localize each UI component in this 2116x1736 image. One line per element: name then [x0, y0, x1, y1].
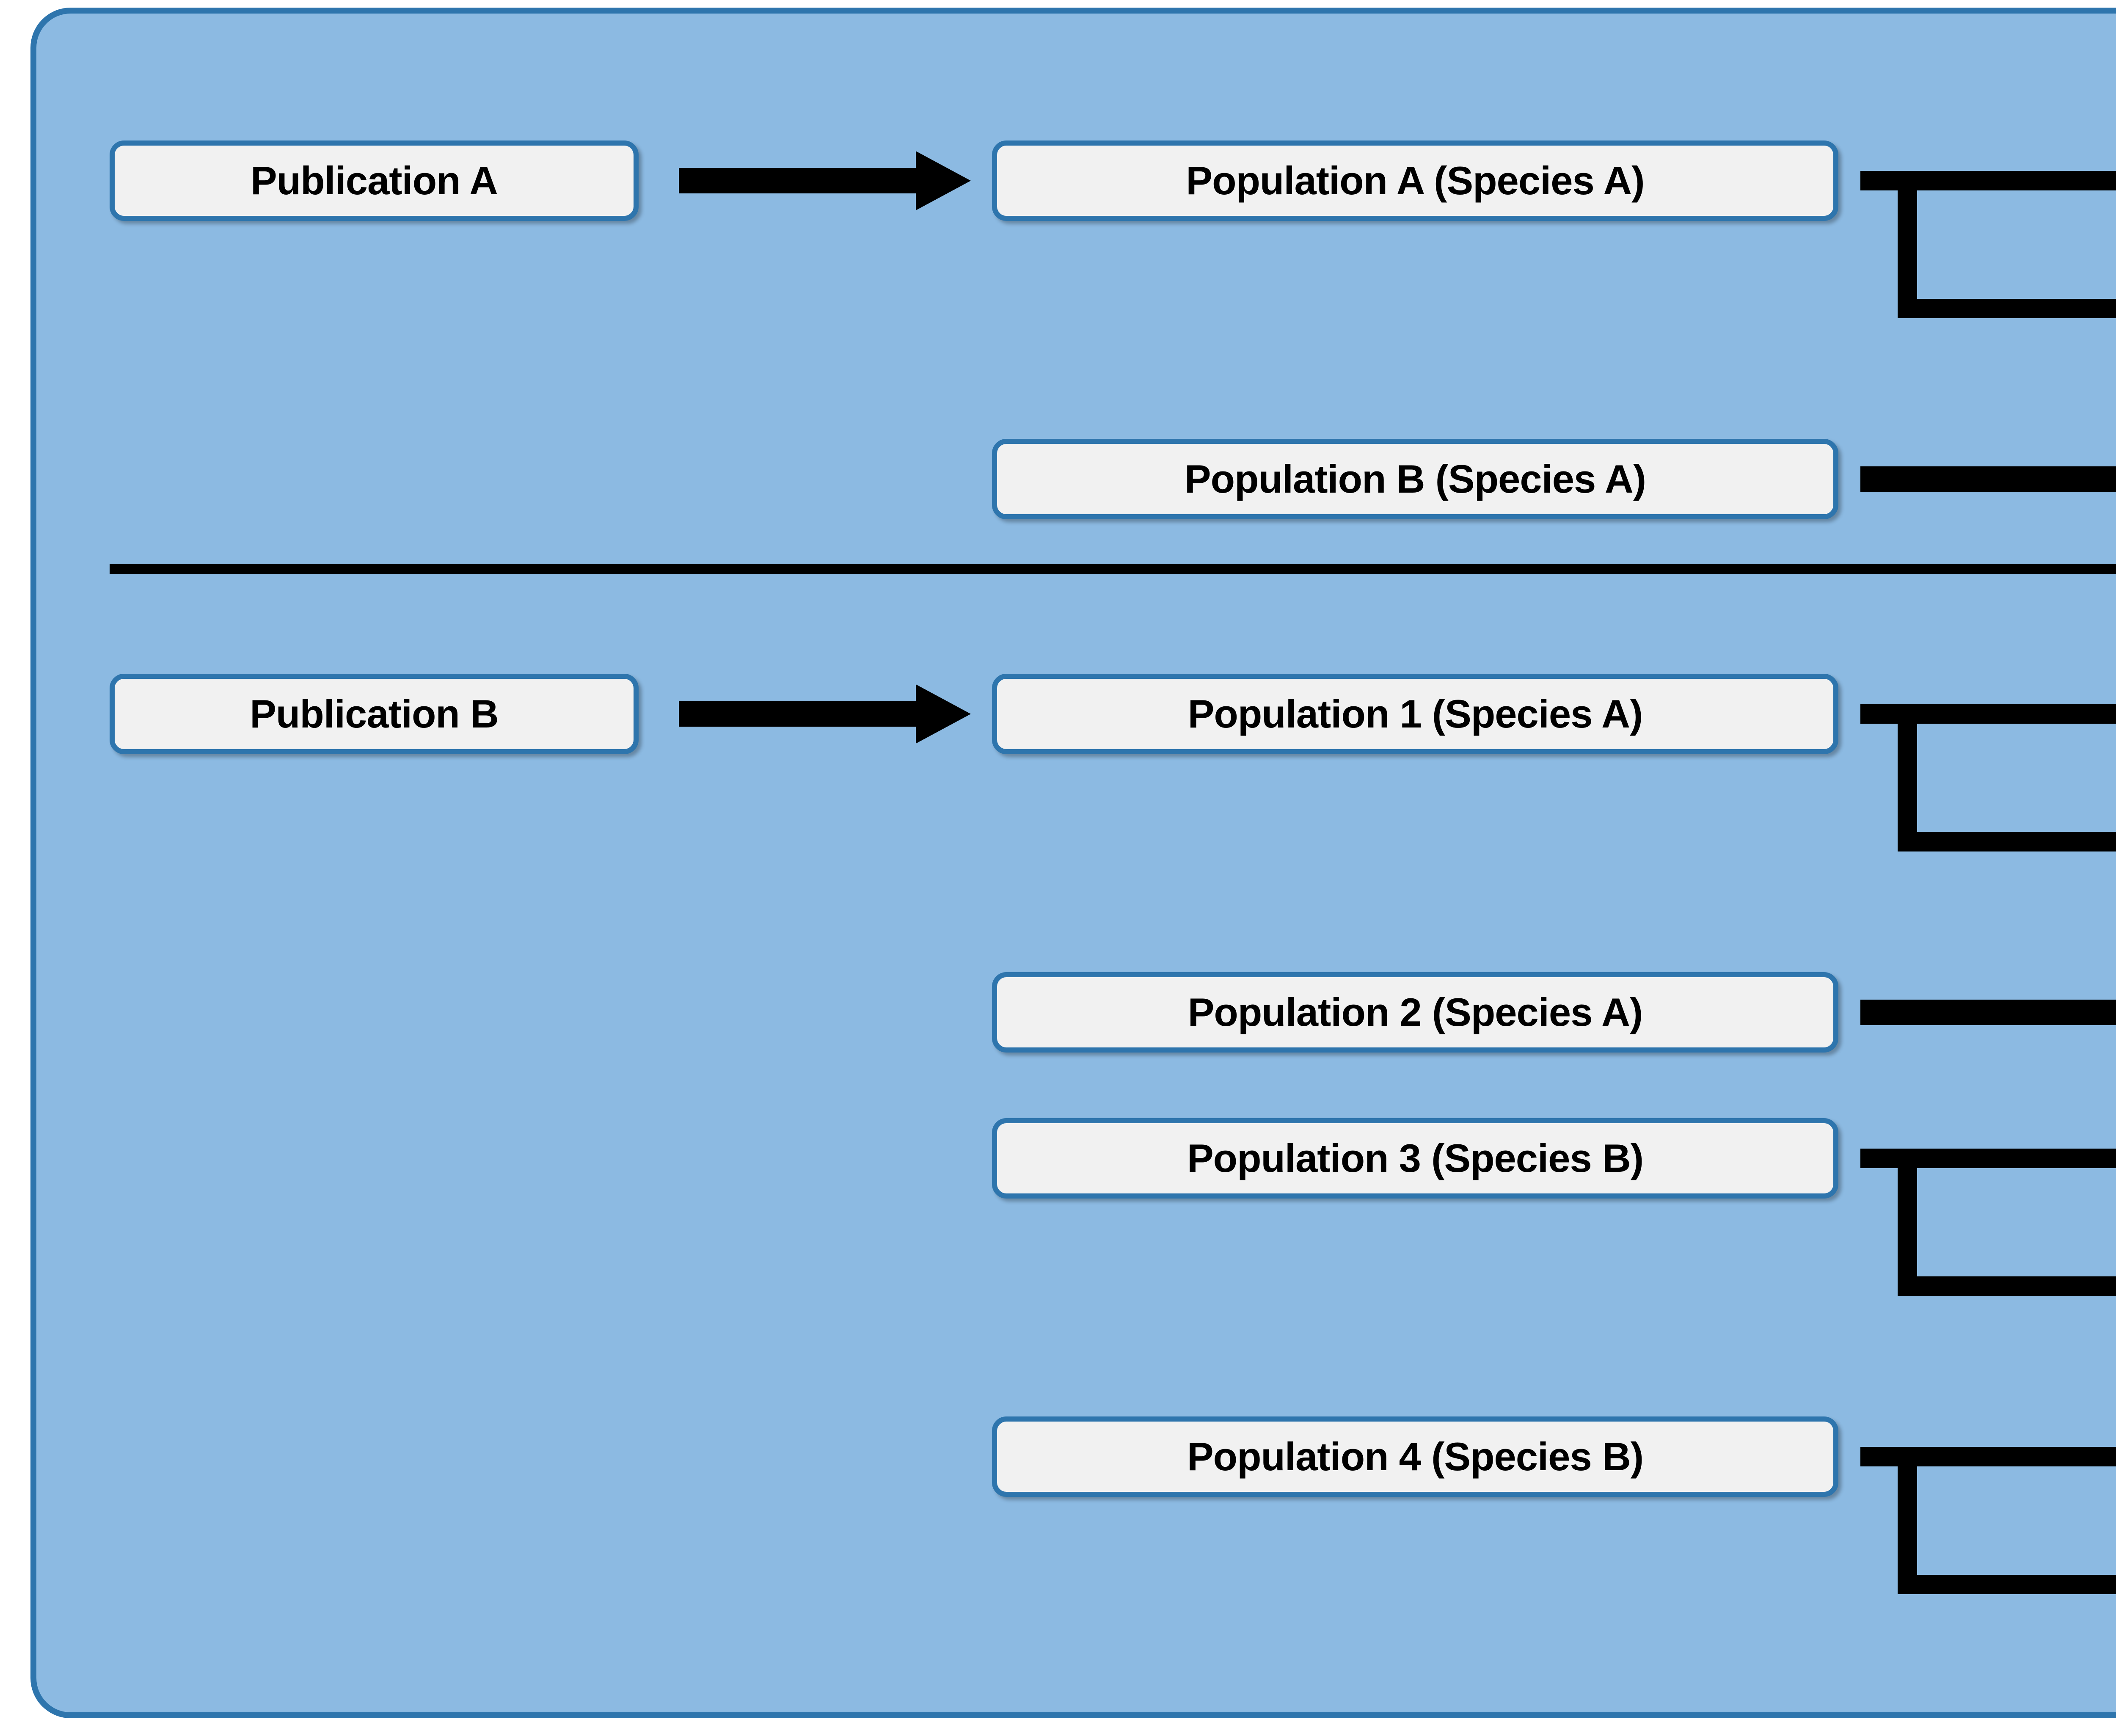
- publication-box-b[interactable]: Publication B: [110, 674, 639, 754]
- population-label: Population 1 (Species A): [1187, 692, 1643, 736]
- population-box-1[interactable]: Population 1 (Species A): [992, 674, 1838, 754]
- arrow-publication-a-to-population-a: [679, 149, 975, 212]
- branch-connector-population-a: [1860, 153, 2116, 365]
- group-divider: [110, 564, 2116, 574]
- population-label: Population 4 (Species B): [1187, 1434, 1644, 1479]
- branch-connector-population-1: [1860, 686, 2116, 898]
- publication-label: Publication B: [250, 692, 499, 736]
- diagram-panel: Publication A Population A (Species A): [30, 8, 2116, 1718]
- branch-connector-population-4: [1860, 1429, 2116, 1641]
- population-label: Population 3 (Species B): [1187, 1136, 1644, 1180]
- publication-box-a[interactable]: Publication A: [110, 141, 639, 221]
- population-label: Population 2 (Species A): [1187, 990, 1643, 1034]
- population-box-b[interactable]: Population B (Species A): [992, 439, 1838, 519]
- population-box-2[interactable]: Population 2 (Species A): [992, 972, 1838, 1053]
- arrow-population-b-to-matrix-1: [1860, 447, 2116, 511]
- population-label: Population B (Species A): [1184, 457, 1646, 501]
- publication-label: Publication A: [250, 158, 498, 203]
- arrow-publication-b-to-population-1: [679, 682, 975, 746]
- population-box-3[interactable]: Population 3 (Species B): [992, 1118, 1838, 1199]
- branch-connector-population-3: [1860, 1131, 2116, 1342]
- population-box-a[interactable]: Population A (Species A): [992, 141, 1838, 221]
- population-label: Population A (Species A): [1186, 158, 1645, 203]
- population-box-4[interactable]: Population 4 (Species B): [992, 1416, 1838, 1497]
- arrow-population-2-to-matrix-1: [1860, 981, 2116, 1044]
